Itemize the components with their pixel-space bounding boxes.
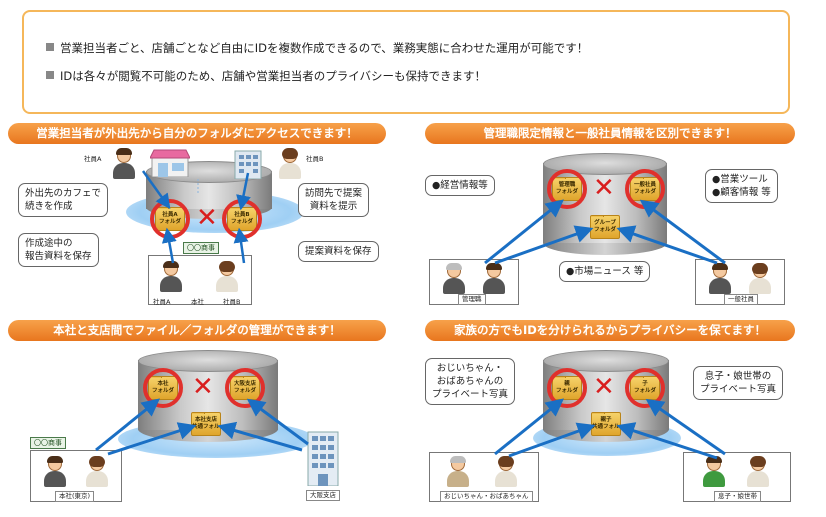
children-box: 息子・娘世帯 xyxy=(683,452,791,502)
hq-tokyo-label: 本社(東京) xyxy=(55,491,95,502)
company-tag: 〇〇商事 xyxy=(30,437,66,449)
grandfather-avatar xyxy=(446,456,470,487)
hq-label: 本社 xyxy=(191,298,204,306)
osaka-branch-label: 大阪支店 xyxy=(306,490,340,501)
hq-office-box: 社員A 本社 社員B xyxy=(148,255,252,306)
square-bullet-icon xyxy=(46,71,54,79)
access-arrows xyxy=(141,170,251,264)
feature-summary-box: 営業担当者ごと、店舗ごとなど自由にIDを複数作成できるので、業務実態に合わせた運… xyxy=(22,10,790,114)
employee-avatar xyxy=(215,261,239,292)
panel-manager-separation: 管理職限定情報と一般社員情報を区別できます！ 管理職 フォルダ 一般社員 フォル… xyxy=(425,123,810,308)
access-arrows xyxy=(484,199,726,265)
panel-title: 本社と支店間でファイル／フォルダの管理ができます！ xyxy=(8,320,386,341)
deny-ring-icon xyxy=(625,368,665,408)
callout-sales-tools: ●営業ツール ●顧客情報 等 xyxy=(705,169,778,203)
callout-market-news: ●市場ニュース 等 xyxy=(559,261,651,282)
deny-ring-icon xyxy=(547,368,587,408)
cross-icon: ✕ xyxy=(593,173,615,203)
square-bullet-icon xyxy=(46,43,54,51)
employee-avatar xyxy=(159,261,183,292)
general-staff-label: 一般社員 xyxy=(724,294,758,305)
employee-a-desk-label: 社員A xyxy=(153,298,171,306)
employee-b-label: 社員B xyxy=(306,155,324,163)
manager-avatar xyxy=(482,263,506,294)
grandparents-box: おじいちゃん・おばあちゃん xyxy=(429,452,539,502)
employee-avatar xyxy=(43,456,67,487)
deny-ring-icon xyxy=(143,368,183,408)
panel-title: 営業担当者が外出先から自分のフォルダにアクセスできます！ xyxy=(8,123,386,144)
access-arrows xyxy=(494,398,726,460)
deny-ring-icon xyxy=(547,169,587,209)
company-tag: 〇〇商事 xyxy=(183,242,219,254)
panel-branch-file-management: 本社と支店間でファイル／フォルダの管理ができます！ 本社 フォルダ 大阪支店 フ… xyxy=(8,320,393,505)
staff-avatar xyxy=(748,263,772,294)
branch-building-icon xyxy=(304,430,342,487)
manager-avatar xyxy=(442,263,466,294)
panel-title: 管理職限定情報と一般社員情報を区別できます！ xyxy=(425,123,795,144)
callout-grandparents: おじいちゃん・ おばあちゃんの プライベート写真 xyxy=(425,358,516,405)
employee-b-avatar xyxy=(278,148,302,179)
employee-b-desk-label: 社員B xyxy=(223,298,241,306)
cross-icon: ✕ xyxy=(192,372,214,402)
daughter-avatar xyxy=(746,456,770,487)
group-folder-icon: グループ フォルダ xyxy=(590,215,620,239)
callout-management-info: ●経営情報等 xyxy=(425,175,495,196)
cross-icon: ✕ xyxy=(593,372,615,402)
cylinder-top xyxy=(543,350,669,372)
callout-report: 作成途中の 報告資料を保存 xyxy=(18,233,99,267)
son-avatar xyxy=(702,456,726,487)
children-label: 息子・娘世帯 xyxy=(714,491,761,502)
grandparents-label: おじいちゃん・おばあちゃん xyxy=(440,491,533,502)
hq-tokyo-box: 本社(東京) xyxy=(30,450,122,502)
cylinder-top xyxy=(138,350,278,372)
general-staff-box: 一般社員 xyxy=(695,259,785,305)
feature-line-2: IDは各々が閲覧不可能のため、店舗や営業担当者のプライバシーも保持できます！ xyxy=(46,68,788,84)
family-shared-folder-icon: 親子 共通フォルダ xyxy=(591,412,621,436)
callout-save: 提案資料を保存 xyxy=(298,241,379,262)
employee-a-avatar xyxy=(112,148,136,179)
manager-box: 管理職 xyxy=(429,259,519,305)
panel-title: 家族の方でもIDを分けられるからプライバシーを保てます！ xyxy=(425,320,795,341)
grandmother-avatar xyxy=(494,456,518,487)
staff-avatar xyxy=(708,263,732,294)
cross-icon: ✕ xyxy=(196,203,218,233)
deny-ring-icon xyxy=(225,368,265,408)
shop-icon xyxy=(149,149,191,178)
panel-sales-remote-access: 営業担当者が外出先から自分のフォルダにアクセスできます！ 社員A フォルダ 社員… xyxy=(8,123,393,308)
access-arrows xyxy=(95,398,309,456)
manager-label: 管理職 xyxy=(458,294,486,305)
feature-line-1: 営業担当者ごと、店舗ごとなど自由にIDを複数作成できるので、業務実態に合わせた運… xyxy=(46,40,788,56)
callout-children: 息子・娘世帯の プライベート写真 xyxy=(693,366,784,400)
callout-cafe: 外出先のカフェで 続きを作成 xyxy=(18,183,109,217)
panel-family-privacy: 家族の方でもIDを分けられるからプライバシーを保てます！ 親 フォルダ 子 フォ… xyxy=(425,320,810,505)
employee-a-label: 社員A xyxy=(84,155,102,163)
employee-avatar xyxy=(85,456,109,487)
callout-visit: 訪問先で提案 資料を提示 xyxy=(298,183,370,217)
